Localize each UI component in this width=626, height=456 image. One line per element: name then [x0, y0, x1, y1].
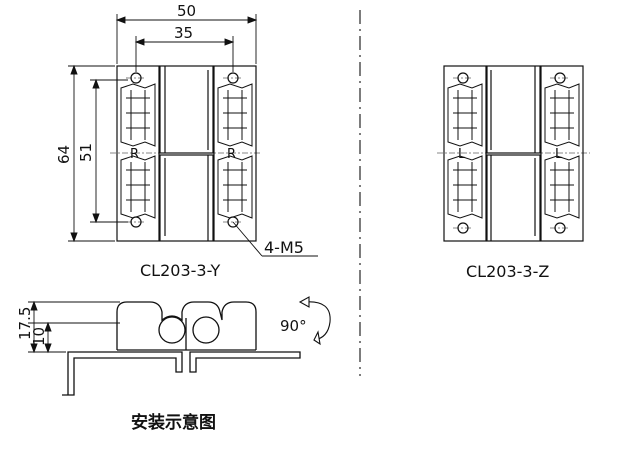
hinge-z-left-leaf: [443, 65, 487, 242]
hinge-z-pockets: [447, 83, 580, 219]
dim-side-height-inner-label: 10: [30, 327, 48, 346]
dim-width-total-label: 50: [177, 2, 196, 20]
hinge-z-top-view: [443, 65, 584, 242]
rotation-angle-label: 90°: [280, 317, 307, 335]
side-view-hinge: [116, 301, 257, 351]
hinge-y-mark-left: R: [130, 147, 139, 162]
hinge-y-model-label: CL203-3-Y: [140, 261, 220, 280]
screw-callout-label: 4-M5: [264, 238, 304, 257]
dim-width-total: [115, 14, 258, 64]
hinge-z-knuckle-lower: [486, 154, 541, 242]
dim-height-inner: [90, 78, 128, 224]
dim-width-inner-label: 35: [174, 24, 193, 42]
hinge-y-mark-right: R: [227, 147, 236, 162]
rotation-arrow-icon: [298, 296, 331, 346]
dim-side-heights: [28, 300, 120, 354]
hinge-y-knuckle-upper: [159, 65, 214, 154]
installation-caption: 安装示意图: [131, 412, 216, 433]
dim-side-height-total-label: 17.5: [16, 307, 34, 340]
hinge-z-mark-left: L: [458, 147, 466, 162]
hinge-y-top-view: [116, 65, 257, 242]
hinge-z-mark-right: L: [555, 147, 563, 162]
hinge-z-model-label: CL203-3-Z: [466, 262, 549, 281]
hinge-y-right-leaf: [213, 65, 257, 242]
dim-height-total-label: 64: [55, 145, 73, 164]
hinge-y-screw-holes: [130, 72, 239, 228]
dim-width-inner: [134, 36, 235, 72]
hinge-y-centerlines: [110, 77, 262, 223]
dim-height-inner-label: 51: [77, 143, 95, 162]
screw-callout-leader: [232, 221, 318, 257]
hinge-y-left-leaf: [116, 65, 160, 242]
dim-height-total: [68, 64, 115, 243]
hinge-y-knuckle-lower: [159, 154, 214, 242]
hinge-z-knuckle-upper: [486, 65, 541, 154]
hinge-z-right-leaf: [540, 65, 584, 242]
hinge-y-pockets: [120, 83, 253, 219]
side-view-panels: [62, 351, 301, 396]
hinge-z-centerlines: [437, 77, 590, 229]
